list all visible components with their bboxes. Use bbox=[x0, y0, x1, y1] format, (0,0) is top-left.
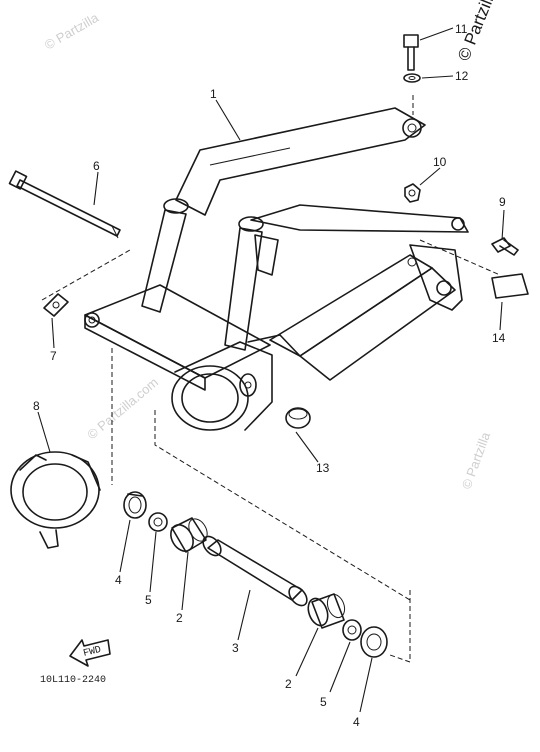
callout-12: 12 bbox=[455, 69, 469, 83]
washer-12-part bbox=[403, 73, 421, 83]
watermark-right: © Partzilla bbox=[459, 429, 494, 491]
callout-3: 3 bbox=[232, 641, 239, 655]
callout-11: 11 bbox=[455, 22, 468, 36]
callout-4-right: 4 bbox=[353, 715, 360, 729]
washer-part bbox=[43, 293, 69, 317]
watermark-center: © Partzilla.com bbox=[84, 374, 161, 442]
swingarm-part bbox=[84, 107, 469, 431]
leader-lines bbox=[37, 27, 505, 713]
callout-2-right: 2 bbox=[285, 677, 292, 691]
callout-13: 13 bbox=[316, 461, 330, 475]
callout-5-left: 5 bbox=[145, 593, 152, 607]
watermark-top-left: © Partzilla bbox=[42, 10, 102, 53]
callout-9: 9 bbox=[499, 195, 506, 209]
dust-cover-part bbox=[10, 451, 101, 549]
bearing-set-left bbox=[123, 491, 208, 553]
bearing-set-right bbox=[307, 593, 388, 658]
callout-labels: 1 6 10 11 12 9 14 13 7 8 4 5 2 3 2 5 4 bbox=[33, 22, 506, 729]
callout-1: 1 bbox=[210, 87, 217, 101]
callout-6: 6 bbox=[93, 159, 100, 173]
fwd-label: FWD bbox=[82, 645, 102, 660]
pivot-shaft-part bbox=[8, 170, 121, 239]
collar-3-part bbox=[202, 535, 308, 607]
assembly-guides bbox=[41, 95, 501, 663]
callout-10: 10 bbox=[433, 155, 447, 169]
bolt-11-part bbox=[403, 34, 419, 71]
nut-10-part bbox=[404, 183, 421, 203]
diagram-code: 10L110-2240 bbox=[40, 675, 106, 686]
bolt-9-part bbox=[491, 237, 519, 256]
callout-2-left: 2 bbox=[176, 611, 183, 625]
plate-14-part bbox=[491, 273, 529, 299]
callout-5-right: 5 bbox=[320, 695, 327, 709]
cap-13-part bbox=[285, 407, 311, 429]
callout-7: 7 bbox=[50, 349, 57, 363]
fwd-arrow-icon: FWD bbox=[69, 639, 111, 667]
callout-14: 14 bbox=[492, 331, 506, 345]
callout-8: 8 bbox=[33, 399, 40, 413]
callout-4-left: 4 bbox=[115, 573, 122, 587]
